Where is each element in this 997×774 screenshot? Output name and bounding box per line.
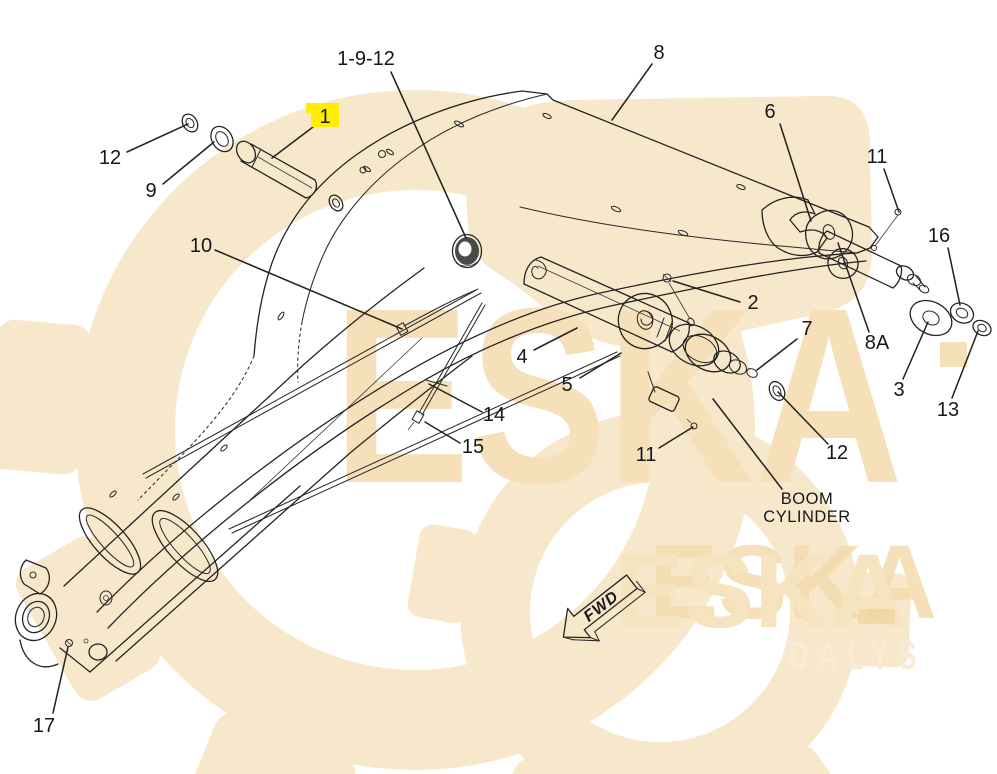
callout-label-5: 5	[561, 374, 572, 396]
tube-clamp	[395, 322, 409, 336]
callout-label-12-mid: 12	[826, 442, 848, 464]
leader-line	[162, 141, 215, 185]
callout-15[interactable]: 15	[424, 421, 484, 458]
leader-line	[951, 330, 979, 399]
leader-line	[756, 338, 798, 371]
callout-1-9-12[interactable]: 1-9-12	[337, 48, 467, 239]
callout-label-2: 2	[747, 292, 758, 314]
leader-line	[214, 249, 403, 330]
callout-label-7: 7	[801, 318, 812, 340]
leader-line	[777, 391, 829, 445]
callout-label-9: 9	[145, 180, 156, 202]
callout-17[interactable]: 17	[33, 646, 69, 737]
highlight-marker	[311, 103, 339, 127]
callout-6[interactable]: 6	[764, 101, 812, 222]
callout-label-13: 13	[937, 399, 959, 421]
leader-line	[126, 123, 189, 153]
leader-line	[579, 352, 622, 379]
callout-label-6: 6	[764, 101, 775, 123]
leader-line	[947, 247, 961, 306]
leader-line	[902, 321, 929, 380]
callout-11-mid[interactable]: 11	[636, 426, 694, 466]
callout-1[interactable]: 1	[271, 103, 339, 159]
callout-label-4: 4	[516, 346, 527, 368]
watermark: ESKA ESKA ESKA DALYS	[0, 90, 967, 774]
leader-line	[658, 426, 694, 449]
callout-11-top[interactable]: 11	[867, 146, 900, 213]
callout-label-14: 14	[483, 404, 505, 426]
callout-12-left[interactable]: 12	[99, 123, 189, 169]
callout-3[interactable]: 3	[893, 321, 929, 401]
leader-line	[428, 383, 483, 413]
callout-16[interactable]: 16	[928, 225, 961, 306]
callout-8A[interactable]: 8A	[837, 242, 890, 354]
leader-line	[611, 63, 653, 121]
bolt-17	[64, 638, 74, 648]
callout-label-8A: 8A	[865, 332, 890, 354]
bushing	[451, 233, 483, 269]
leader-line	[390, 71, 467, 239]
callout-7[interactable]: 7	[756, 318, 813, 371]
callout-5[interactable]: 5	[561, 352, 622, 396]
boom-foot	[14, 267, 473, 673]
callout-label-8: 8	[653, 42, 664, 64]
watermark-overlap-mark	[858, 609, 895, 624]
callout-label-1-9-12: 1-9-12	[337, 48, 395, 70]
note-leader-line	[712, 398, 783, 490]
callout-10[interactable]: 10	[190, 235, 403, 330]
callout-label-12-left: 12	[99, 147, 121, 169]
pin-and-washers	[181, 113, 344, 212]
leader-line	[424, 421, 461, 444]
leader-line	[672, 280, 741, 303]
callout-label-10: 10	[190, 235, 212, 257]
note-line2: CYLINDER	[763, 508, 850, 526]
callout-label-17: 17	[33, 715, 55, 737]
hydraulic-tubes	[142, 288, 621, 534]
leader-line	[837, 242, 870, 333]
callout-9[interactable]: 9	[145, 141, 215, 202]
callout-label-1: 1	[319, 106, 330, 128]
callout-label-16: 16	[928, 225, 950, 247]
leader-line	[779, 123, 812, 222]
watermark-subtitle: DALYS	[789, 634, 926, 678]
callout-8[interactable]: 8	[611, 42, 665, 121]
callout-label-11-top: 11	[867, 146, 888, 168]
boom-assembly-drawing	[14, 90, 992, 673]
callout-4[interactable]: 4	[516, 327, 578, 368]
leader-line	[533, 327, 578, 351]
boom-cylinder-note: BOOM CYLINDER	[712, 398, 850, 526]
leader-line	[271, 126, 314, 159]
leader-line	[883, 168, 900, 213]
callouts-layer: 1-9-12 8 6 11 16 12 9 1 10 2 7 8A 3 13 4 5 14 15 11 12 17	[33, 42, 979, 737]
callout-label-3: 3	[893, 379, 904, 401]
highlight-marker-tab	[306, 103, 314, 113]
watermark-brand-small-front: ESKA	[614, 533, 906, 650]
plate-slots	[109, 112, 746, 501]
cylinder-8a	[818, 230, 992, 337]
callout-label-11-mid: 11	[636, 444, 657, 466]
watermark-overlap-mark	[940, 342, 967, 367]
leader-line	[52, 646, 69, 714]
callout-13[interactable]: 13	[937, 330, 979, 421]
callout-label-15: 15	[462, 436, 484, 458]
callout-12-mid[interactable]: 12	[777, 391, 848, 464]
callout-2[interactable]: 2	[672, 280, 759, 314]
note-line1: BOOM	[781, 490, 833, 508]
boom-cylinder	[523, 256, 786, 430]
callout-14[interactable]: 14	[428, 383, 505, 426]
